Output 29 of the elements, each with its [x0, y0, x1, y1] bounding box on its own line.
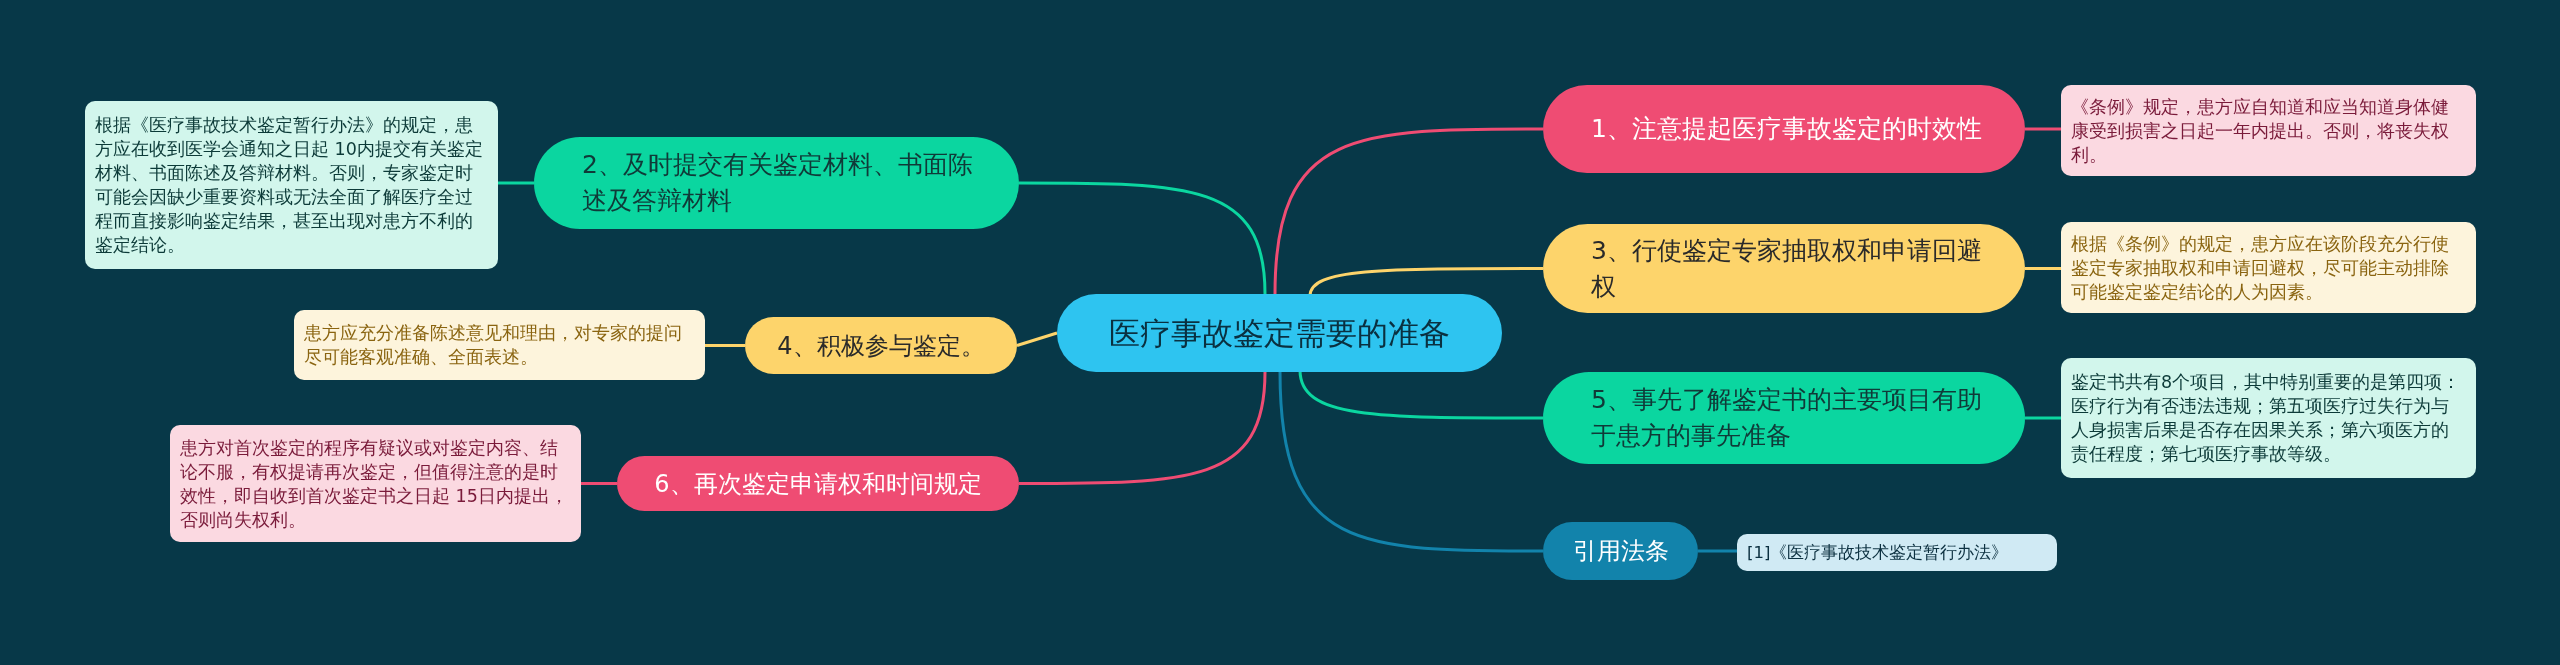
- note-box: 根据《条例》的规定，患方应在该阶段充分行使鉴定专家抽取权和申请回避权，尽可能主动排除可能鉴定鉴定结论的人为因素。: [2061, 222, 2476, 313]
- topic-box: 引用法条: [1543, 522, 1698, 580]
- topic-box: 5、事先了解鉴定书的主要项目有助于患方的事先准备: [1543, 372, 2025, 464]
- topic-box: 1、注意提起医疗事故鉴定的时效性: [1543, 85, 2025, 173]
- connector-line: [1278, 371, 1543, 553]
- note-box: 根据《医疗事故技术鉴定暂行办法》的规定，患方应在收到医学会通知之日起 10内提交有关鉴定材料、书面陈述及答辩材料。否则，专家鉴定时可能会因缺少重要资料或无法全面了解医疗全过程而直接影响鉴定结果，甚至出现对患方不利的鉴定结论。: [85, 101, 498, 269]
- connector-line: [2025, 267, 2061, 270]
- connector-line: [1273, 127, 1543, 295]
- connector-line: [1298, 369, 1543, 420]
- topic-box: 6、再次鉴定申请权和时间规定: [617, 456, 1019, 511]
- note-box: 《条例》规定，患方应自知道和应当知道身体健康受到损害之日起一年内提出。否则，将丧失权利。: [2061, 85, 2476, 176]
- connector-line: [2025, 416, 2061, 420]
- connector-line: [1019, 371, 1267, 485]
- connector-line: [2025, 127, 2061, 131]
- connector-line: [1698, 549, 1737, 553]
- connector-line: [705, 344, 745, 347]
- note-box: 鉴定书共有8个项目，其中特别重要的是第四项：医疗行为有否违法违规；第五项医疗过失行为与人身损害后果是否存在因果关系；第六项医方的责任程度；第七项医疗事故等级。: [2061, 358, 2476, 478]
- note-box: 患方应充分准备陈述意见和理由，对专家的提问尽可能客观准确、全面表述。: [294, 310, 705, 380]
- connector-line: [1016, 331, 1058, 347]
- connector-line: [1308, 267, 1543, 297]
- topic-box: 3、行使鉴定专家抽取权和申请回避权: [1543, 224, 2025, 313]
- connector-line: [581, 482, 617, 485]
- connector-line: [498, 181, 534, 185]
- topic-box: 2、及时提交有关鉴定材料、书面陈述及答辩材料: [534, 137, 1019, 229]
- note-box: 患方对首次鉴定的程序有疑议或对鉴定内容、结论不服，有权提请再次鉴定，但值得注意的是时效性，即自收到首次鉴定书之日起 15日内提出，否则尚失权利。: [170, 425, 581, 542]
- connector-line: [1019, 181, 1267, 295]
- central-topic: 医疗事故鉴定需要的准备: [1057, 294, 1502, 372]
- topic-box: 4、积极参与鉴定。: [745, 317, 1017, 374]
- note-box: [1]《医疗事故技术鉴定暂行办法》: [1737, 534, 2057, 571]
